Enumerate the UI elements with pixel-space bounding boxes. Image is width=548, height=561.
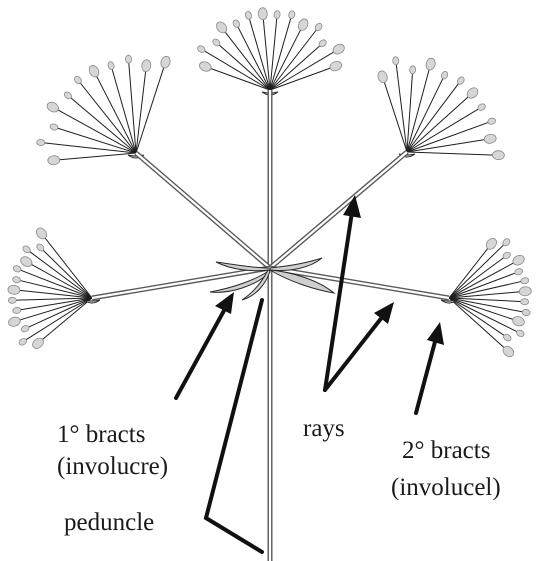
flower [514, 268, 524, 276]
umbellet [376, 56, 504, 159]
flower [258, 7, 268, 20]
pedicel [396, 61, 407, 152]
pedicel [94, 71, 136, 153]
pedicel [17, 280, 92, 298]
pedicel [40, 248, 92, 299]
flower [125, 55, 132, 63]
pedicel [136, 62, 166, 153]
pedicel [449, 298, 520, 333]
primary-rays [92, 90, 449, 298]
flower [502, 333, 512, 342]
flower [18, 337, 28, 346]
pedicel [14, 298, 92, 322]
arrow-icon [176, 292, 234, 398]
flower [12, 307, 21, 314]
flower [45, 100, 60, 114]
pedicel [270, 27, 319, 90]
flower [232, 19, 241, 29]
secondary-bracts-label: 2° bracts [402, 437, 490, 464]
primary-ray-core [136, 153, 270, 268]
pedicel [449, 242, 506, 298]
flower [198, 60, 212, 73]
flower [214, 20, 228, 35]
umbellet [441, 236, 532, 359]
pedicel [383, 77, 407, 152]
umbellet [196, 7, 346, 95]
pedicel [136, 66, 146, 153]
pedicel [41, 143, 136, 154]
flower [159, 55, 171, 69]
flower [487, 117, 497, 125]
flower [288, 10, 296, 19]
flower [19, 255, 34, 269]
flower [196, 44, 206, 53]
umbellet [36, 55, 171, 165]
pedicel [23, 298, 92, 342]
flower [331, 42, 346, 56]
flower [314, 22, 324, 32]
flower [440, 70, 449, 80]
flower [7, 285, 20, 295]
involucre-label: (involucre) [57, 453, 168, 480]
flower [12, 276, 21, 284]
flower [329, 60, 343, 73]
flower [49, 123, 58, 131]
primary-bracts-label: 1° bracts [57, 421, 145, 448]
flower [484, 133, 497, 144]
pedicel [53, 107, 136, 153]
flower [425, 57, 437, 71]
flower [392, 56, 399, 65]
flower [22, 245, 32, 255]
pedicel [78, 80, 136, 153]
pedicel [38, 298, 92, 343]
pedicel [68, 95, 136, 153]
pedicel [222, 27, 270, 90]
flower [31, 336, 46, 351]
flower [515, 329, 525, 338]
flower [376, 70, 388, 84]
arrow-icon [206, 300, 262, 552]
flower [7, 316, 21, 328]
flower [34, 226, 48, 241]
flower [492, 150, 504, 159]
flower [477, 102, 487, 111]
flower [502, 251, 512, 261]
involucel-label: (involucel) [391, 474, 501, 501]
flower [47, 155, 60, 165]
pedicel [407, 81, 461, 152]
flower [141, 59, 151, 72]
flower [511, 315, 525, 327]
flower [12, 265, 22, 273]
arrow-icon [416, 322, 444, 413]
pedicel [270, 43, 323, 90]
flower [107, 61, 115, 70]
flower [522, 309, 531, 316]
pedicel [407, 152, 498, 155]
flower [274, 10, 281, 19]
flower [409, 66, 416, 74]
flower [456, 76, 466, 86]
flower [8, 297, 16, 303]
rays-label: rays [303, 415, 345, 442]
flower [296, 17, 309, 32]
flower [36, 139, 45, 146]
flower [520, 277, 529, 285]
flower [244, 11, 252, 20]
flower [520, 299, 528, 305]
flower [87, 64, 100, 79]
flower [20, 324, 30, 333]
flower [511, 253, 526, 267]
umbellet [7, 226, 100, 351]
pedicel [54, 153, 136, 160]
pedicel [216, 43, 270, 91]
pedicel [25, 298, 92, 329]
flower [519, 286, 532, 296]
peduncle-label: peduncle [64, 509, 154, 536]
pedicel [449, 298, 508, 352]
primary-ray-core [270, 152, 407, 268]
flower [484, 236, 498, 251]
